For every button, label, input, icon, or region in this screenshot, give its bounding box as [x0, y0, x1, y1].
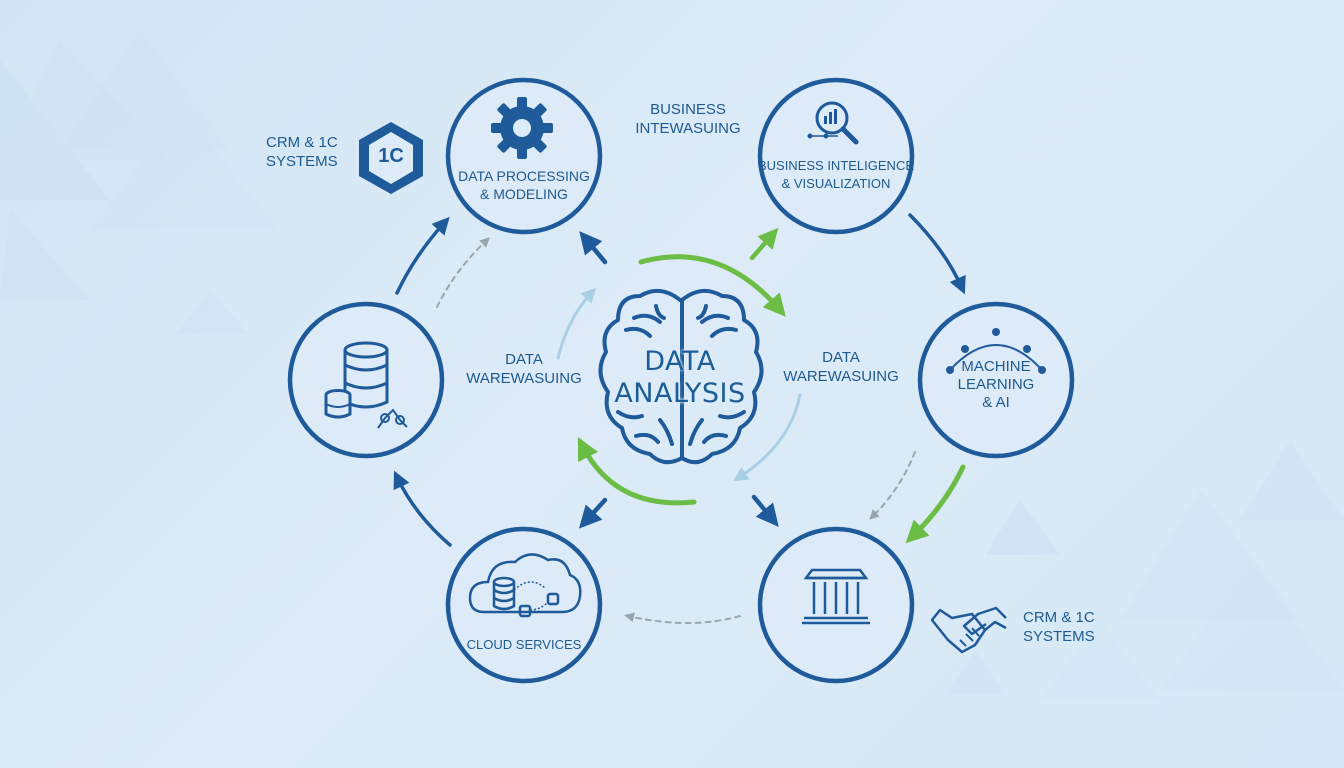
crm-systems-bottom-label: CRM & 1C SYSTEMS	[1023, 608, 1095, 646]
handshake-icon	[930, 606, 1007, 654]
background-triangles	[0, 30, 1344, 700]
dashed-crm-to-cloud	[624, 612, 741, 624]
database-stack-icon	[324, 341, 408, 429]
node-ml-line1: MACHINE	[961, 358, 1031, 375]
green-arc-top	[638, 254, 786, 317]
warehouse-right-line1: DATA	[822, 349, 860, 366]
node-processing-line1: DATA PROCESSING	[458, 168, 590, 184]
arrow-center-to-processing	[579, 231, 608, 265]
center-spoke-arrows	[578, 227, 779, 529]
crm-bottom-line1: CRM & 1C	[1023, 609, 1095, 626]
cloud-database-icon	[468, 553, 582, 618]
green-cycle-arrows	[577, 254, 966, 544]
business-top-label: BUSINESS INTEWASUING	[620, 100, 756, 138]
gray-dashed-arrows	[436, 237, 916, 624]
business-top-line1: BUSINESS	[650, 101, 726, 118]
warehouse-left-label: DATA WAREWASUING	[456, 350, 592, 388]
node-ml-line3: & AI	[982, 394, 1010, 411]
arrow-center-to-bi	[749, 227, 779, 261]
node-ml-label[interactable]: MACHINE LEARNING & AI	[936, 358, 1056, 412]
building-columns-icon	[802, 568, 870, 625]
node-cloud-label[interactable]: CLOUD SERVICES	[466, 637, 582, 652]
arrow-center-to-crm	[751, 494, 779, 527]
gear-icon	[491, 97, 553, 159]
light-blue-arrows	[556, 287, 802, 482]
dashed-ml-to-crm	[869, 451, 916, 520]
green-arrow-ml-to-crm	[905, 464, 966, 544]
bar-chart-magnifier-icon	[807, 101, 859, 145]
node-processing-line2: & MODELING	[480, 186, 568, 202]
brain-icon	[598, 288, 764, 465]
light-arc-right	[732, 393, 802, 482]
crm-top-line2: SYSTEMS	[266, 153, 338, 170]
outer-cycle-arrows	[393, 213, 966, 547]
node-ml-line2: LEARNING	[957, 376, 1035, 393]
warehouse-right-label: DATA WAREWASUING	[773, 348, 909, 386]
crm-top-line1: CRM & 1C	[266, 134, 338, 151]
arrow-storage-to-processing	[395, 216, 450, 295]
light-arc-left	[556, 287, 597, 360]
node-bi-line1: BUSINESS INTELIGENCE	[757, 158, 915, 173]
warehouse-right-line2: WAREWASUING	[783, 368, 899, 385]
crm-bottom-line2: SYSTEMS	[1023, 628, 1095, 645]
warehouse-left-line2: WAREWASUING	[466, 370, 582, 387]
dashed-storage-to-processing	[436, 237, 490, 308]
node-bi-circle	[757, 77, 915, 235]
node-processing-label[interactable]: DATA PROCESSING & MODELING	[444, 167, 604, 203]
warehouse-left-line1: DATA	[505, 351, 543, 368]
network-arc-icon	[946, 328, 1046, 374]
arrow-cloud-to-storage	[393, 470, 452, 547]
business-top-line2: INTEWASUING	[635, 120, 741, 137]
node-bi-label[interactable]: BUSINESS INTELIGENCE & VISUALIZATION	[756, 157, 916, 193]
node-ml-circle	[917, 301, 1075, 459]
arrow-center-to-cloud	[578, 497, 608, 529]
center-title-line1: DATA	[644, 346, 716, 377]
crm-systems-top-label: CRM & 1C SYSTEMS	[266, 133, 338, 171]
hexagon-1c-icon	[359, 122, 423, 194]
arrow-bi-to-ml	[908, 213, 966, 295]
badge-1c-text: 1C	[378, 145, 404, 167]
node-bi-line2: & VISUALIZATION	[781, 176, 891, 191]
node-storage-circle	[287, 301, 445, 459]
center-title-line2: ANALYSIS	[614, 378, 746, 409]
green-arc-bottom	[577, 436, 697, 506]
